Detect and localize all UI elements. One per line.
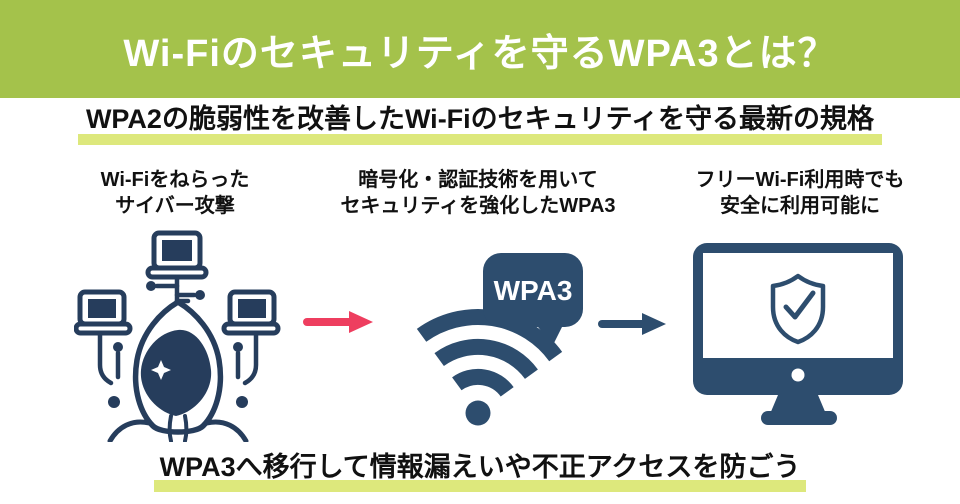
headline: WPA2の脆弱性を改善したWi-Fiのセキュリティを守る最新の規格	[77, 101, 883, 145]
headline-row: WPA2の脆弱性を改善したWi-Fiのセキュリティを守る最新の規格	[0, 101, 960, 145]
monitor-button	[791, 368, 805, 382]
caption-line: 暗号化・認証技術を用いて	[358, 169, 598, 191]
monitor-base	[761, 411, 837, 425]
caption-line: フリーWi-Fi利用時でも	[695, 169, 905, 191]
sparkle	[151, 360, 171, 380]
caption-line: 安全に利用可能に	[720, 195, 880, 217]
circuit-dots	[108, 281, 248, 408]
shield-check-icon	[770, 273, 826, 345]
laptop-icon	[74, 289, 133, 336]
footer-message: WPA3へ移行して情報漏えいや不正アクセスを防ごう	[153, 449, 807, 492]
caption-line: セキュリティを強化したWPA3	[340, 195, 616, 217]
banner: Wi-Fiのセキュリティを守るWPA3とは？	[0, 0, 960, 98]
hacker-with-laptops-icon	[74, 230, 281, 442]
hacker-face	[140, 329, 212, 416]
wifi-signal-wpa3-icon: WPA3	[416, 253, 583, 426]
arrow-wpa3-to-safe	[598, 313, 666, 335]
caption-line: Wi-Fiをねらった	[100, 169, 250, 191]
monitor-shield-icon	[693, 243, 903, 425]
caption-wpa3-security: 暗号化・認証技術を用いて セキュリティを強化したWPA3	[318, 167, 638, 219]
monitor-stand	[770, 395, 826, 414]
wpa3-speech-bubble: WPA3	[483, 253, 583, 345]
caption-cyber-attack: Wi-Fiをねらった サイバー攻撃	[35, 167, 315, 219]
page-title: Wi-Fiのセキュリティを守るWPA3とは？	[123, 32, 837, 75]
wifi-dot	[465, 400, 491, 426]
footer-row: WPA3へ移行して情報漏えいや不正アクセスを防ごう	[0, 449, 960, 492]
laptop-icon	[221, 289, 281, 336]
laptop-icon	[145, 230, 209, 280]
arrow-attack-to-wpa3	[303, 311, 373, 333]
caption-line: サイバー攻撃	[115, 195, 235, 217]
caption-safe-free-wifi: フリーWi-Fi利用時でも 安全に利用可能に	[650, 167, 950, 219]
wpa3-badge-label: WPA3	[494, 275, 573, 306]
